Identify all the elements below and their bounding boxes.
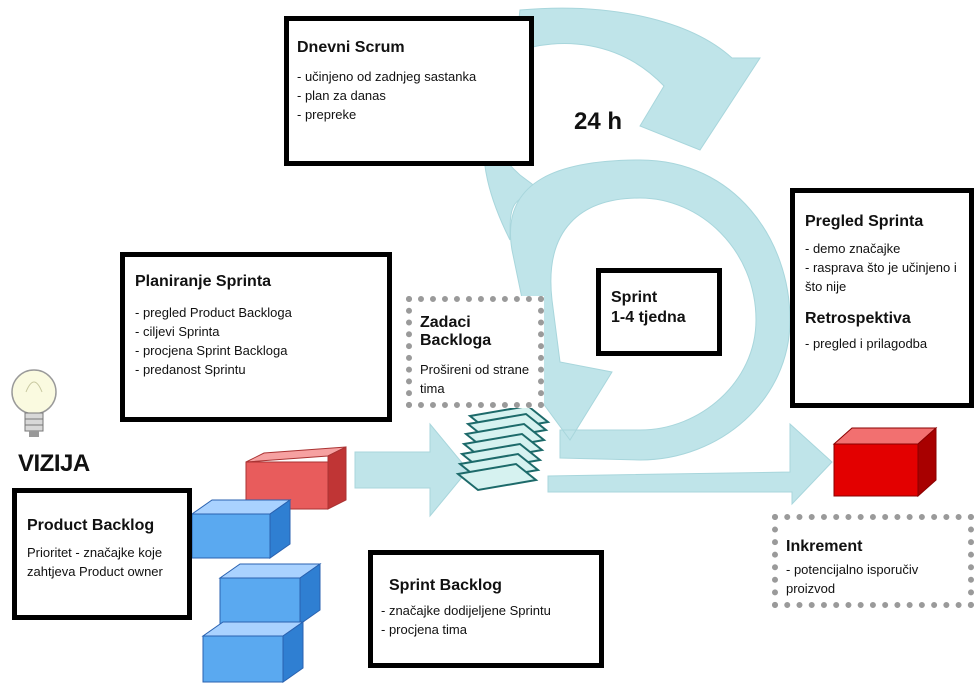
sprint-backlog-box: Sprint Backlog - značajke dodijeljene Sp… <box>368 550 604 668</box>
sprint-box: Sprint 1-4 tjedna <box>596 268 722 356</box>
daily-scrum-title: Dnevni Scrum <box>297 39 405 56</box>
daily-scrum-box: Dnevni Scrum - učinjeno od zadnjeg sasta… <box>284 16 534 166</box>
product-backlog-box: Product Backlog Prioritet - značajke koj… <box>12 488 192 620</box>
increment-text: - potencijalno isporučiv proizvod <box>786 562 919 596</box>
sprint-review-box: Pregled Sprinta - demo značajke - raspra… <box>790 188 974 408</box>
sprint-review-list: - demo značajke - rasprava što je učinje… <box>805 239 963 296</box>
increment-box: Inkrement - potencijalno isporučiv proiz… <box>772 514 974 608</box>
list-item: - učinjeno od zadnjeg sastanka <box>297 69 477 84</box>
vision-label: VIZIJA <box>18 450 90 477</box>
product-backlog-blocks <box>190 499 322 683</box>
sprint-duration: 1-4 tjedna <box>611 309 686 326</box>
list-item: - pregled i prilagodba <box>805 336 928 351</box>
retrospective-list: - pregled i prilagodba <box>805 334 963 353</box>
sprint-backlog-sheets <box>455 404 551 492</box>
cycle-24h-label: 24 h <box>574 108 623 135</box>
sprint-planning-title: Planiranje Sprinta <box>135 273 272 290</box>
list-item: - demo značajke <box>805 241 901 256</box>
increment-title: Inkrement <box>786 538 863 555</box>
sprint-planning-box: Planiranje Sprinta - pregled Product Bac… <box>120 252 392 422</box>
list-item: - rasprava što je učinjeno i što nije <box>805 260 957 294</box>
retrospective-title: Retrospektiva <box>805 310 911 327</box>
sprint-backlog-list: - značajke dodijeljene Sprintu - procjen… <box>381 601 591 639</box>
product-backlog-text: Prioritet - značajke koje zahtjeva Produ… <box>27 545 163 579</box>
sprint-title: Sprint <box>611 289 658 306</box>
backlog-tasks-text: Prošireni od strane tima <box>420 362 530 396</box>
light-bulb-icon <box>11 369 57 437</box>
increment-block-red <box>832 426 938 498</box>
list-item: - ciljevi Sprinta <box>135 324 220 339</box>
list-item: - prepreke <box>297 107 357 122</box>
sprint-backlog-title: Sprint Backlog <box>389 577 502 594</box>
list-item: - pregled Product Backloga <box>135 305 292 320</box>
list-item: - procjena tima <box>381 622 467 637</box>
list-item: - procjena Sprint Backloga <box>135 343 288 358</box>
sprint-review-title: Pregled Sprinta <box>805 213 924 230</box>
list-item: - značajke dodijeljene Sprintu <box>381 603 551 618</box>
sprint-loop <box>354 7 833 518</box>
product-backlog-title: Product Backlog <box>27 517 155 534</box>
list-item: - predanost Sprintu <box>135 362 246 377</box>
backlog-tasks-title: Zadaci Backloga <box>420 314 492 349</box>
daily-scrum-list: - učinjeno od zadnjeg sastanka - plan za… <box>297 67 521 124</box>
backlog-tasks-box: Zadaci Backloga Prošireni od strane tima <box>406 296 544 408</box>
list-item: - plan za danas <box>297 88 386 103</box>
sprint-planning-list: - pregled Product Backloga - ciljevi Spr… <box>135 303 377 379</box>
